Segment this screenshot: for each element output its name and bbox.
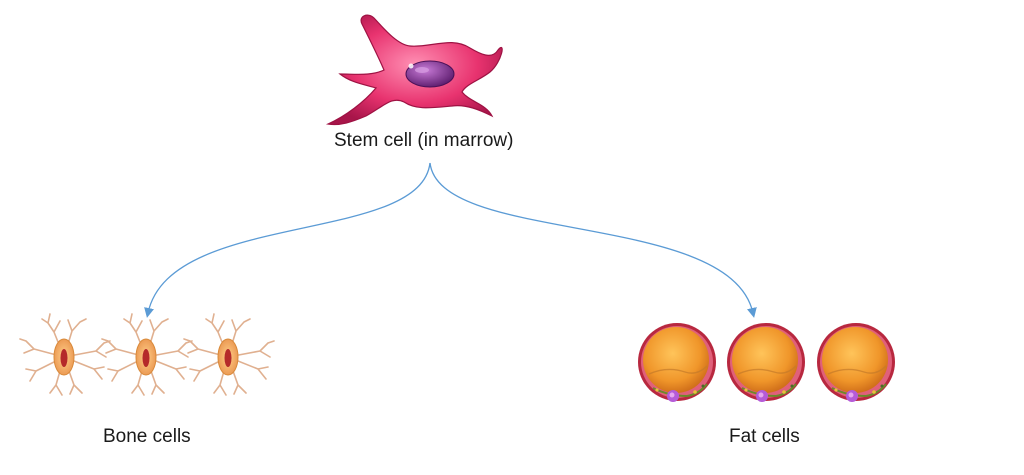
- stem-cell-icon: [325, 14, 503, 126]
- arrow-to-fat-cells: [429, 162, 757, 318]
- arrow-to-bone-cells: [144, 162, 431, 318]
- fat-cells-label: Fat cells: [729, 426, 800, 447]
- fat-cell-icon: [816, 322, 896, 403]
- fat-cell-icon: [637, 322, 717, 403]
- bone-cell-icon: [101, 313, 193, 396]
- bone-cell-icon: [183, 313, 275, 396]
- stem-cell-label: Stem cell (in marrow): [334, 130, 514, 151]
- bone-cells-label: Bone cells: [103, 426, 191, 447]
- fat-cell-icon: [726, 322, 806, 403]
- bone-cell-icon: [19, 313, 111, 396]
